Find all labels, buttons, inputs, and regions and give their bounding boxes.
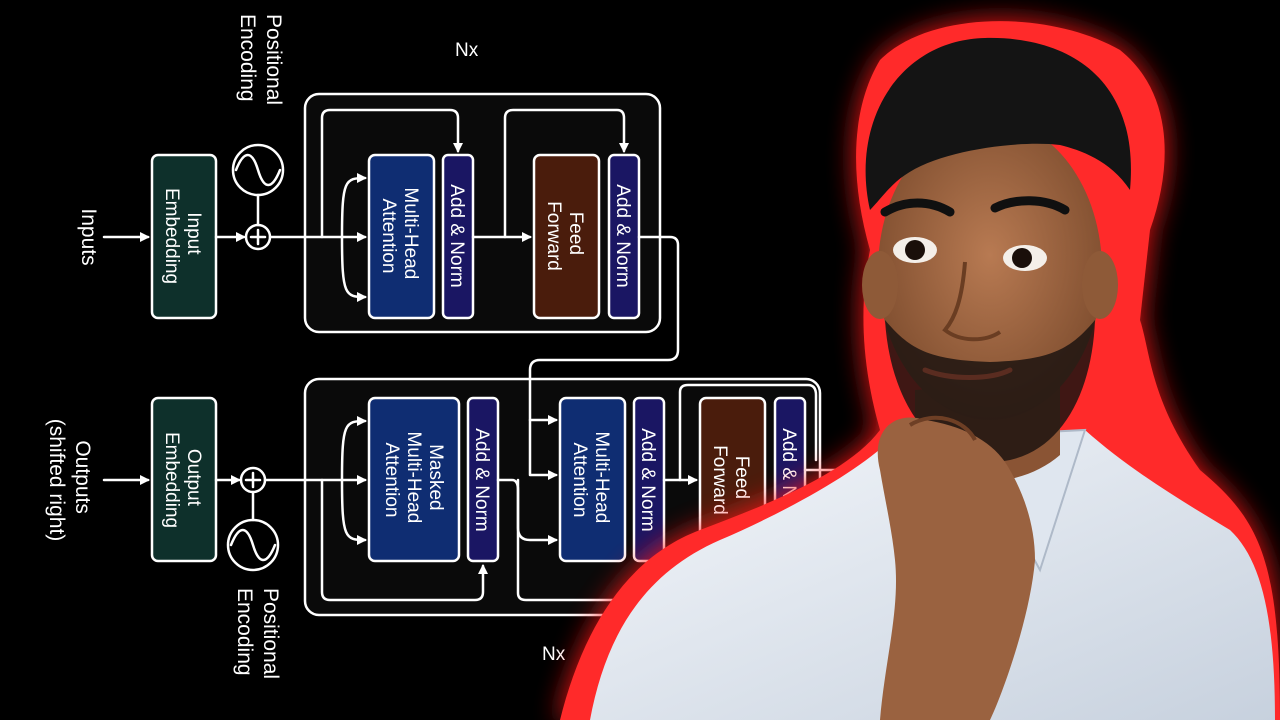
encoder-positional-encoding-icon [231,143,285,251]
output-embedding-label: Output Embedding [161,432,204,528]
input-embedding-label: Input Embedding [161,188,204,284]
hair [865,37,1131,211]
decoder-add-norm-1-label: Add & Norm [471,428,492,531]
encoder-attention-box [367,153,436,320]
masked-attention-box [367,396,461,563]
encoder-feed-forward-box [532,153,601,320]
encoder-add-norm-2-label: Add & Norm [612,184,633,287]
encoder-repeat-label: Nx [455,40,479,61]
transformer-diagram [102,92,852,617]
encoder-add-norm-1-label: Add & Norm [446,184,467,287]
hand [877,417,1035,720]
encoder-positional-encoding-label: Positional Encoding [236,14,285,111]
face [878,120,1102,420]
encoder-attention-label: Multi-Head Attention [378,187,421,284]
outputs-label: Outputs (shifted right) [45,419,94,542]
decoder-repeat-label: Nx [542,644,566,665]
decoder-add-norm-2-label: Add & Norm [637,428,658,531]
masked-attention-label: Masked Multi-Head Attention [381,431,446,528]
encoder-feed-forward-label: Feed Forward [543,201,586,271]
presenter-photo [560,21,1280,720]
cross-attention-box [558,396,627,563]
cross-attention-label: Multi-Head Attention [569,431,612,528]
decoder-feed-forward-label: Feed Forward [709,445,752,515]
inputs-label: Inputs [77,208,100,265]
decoder-positional-encoding-label: Positional Encoding [233,588,282,685]
